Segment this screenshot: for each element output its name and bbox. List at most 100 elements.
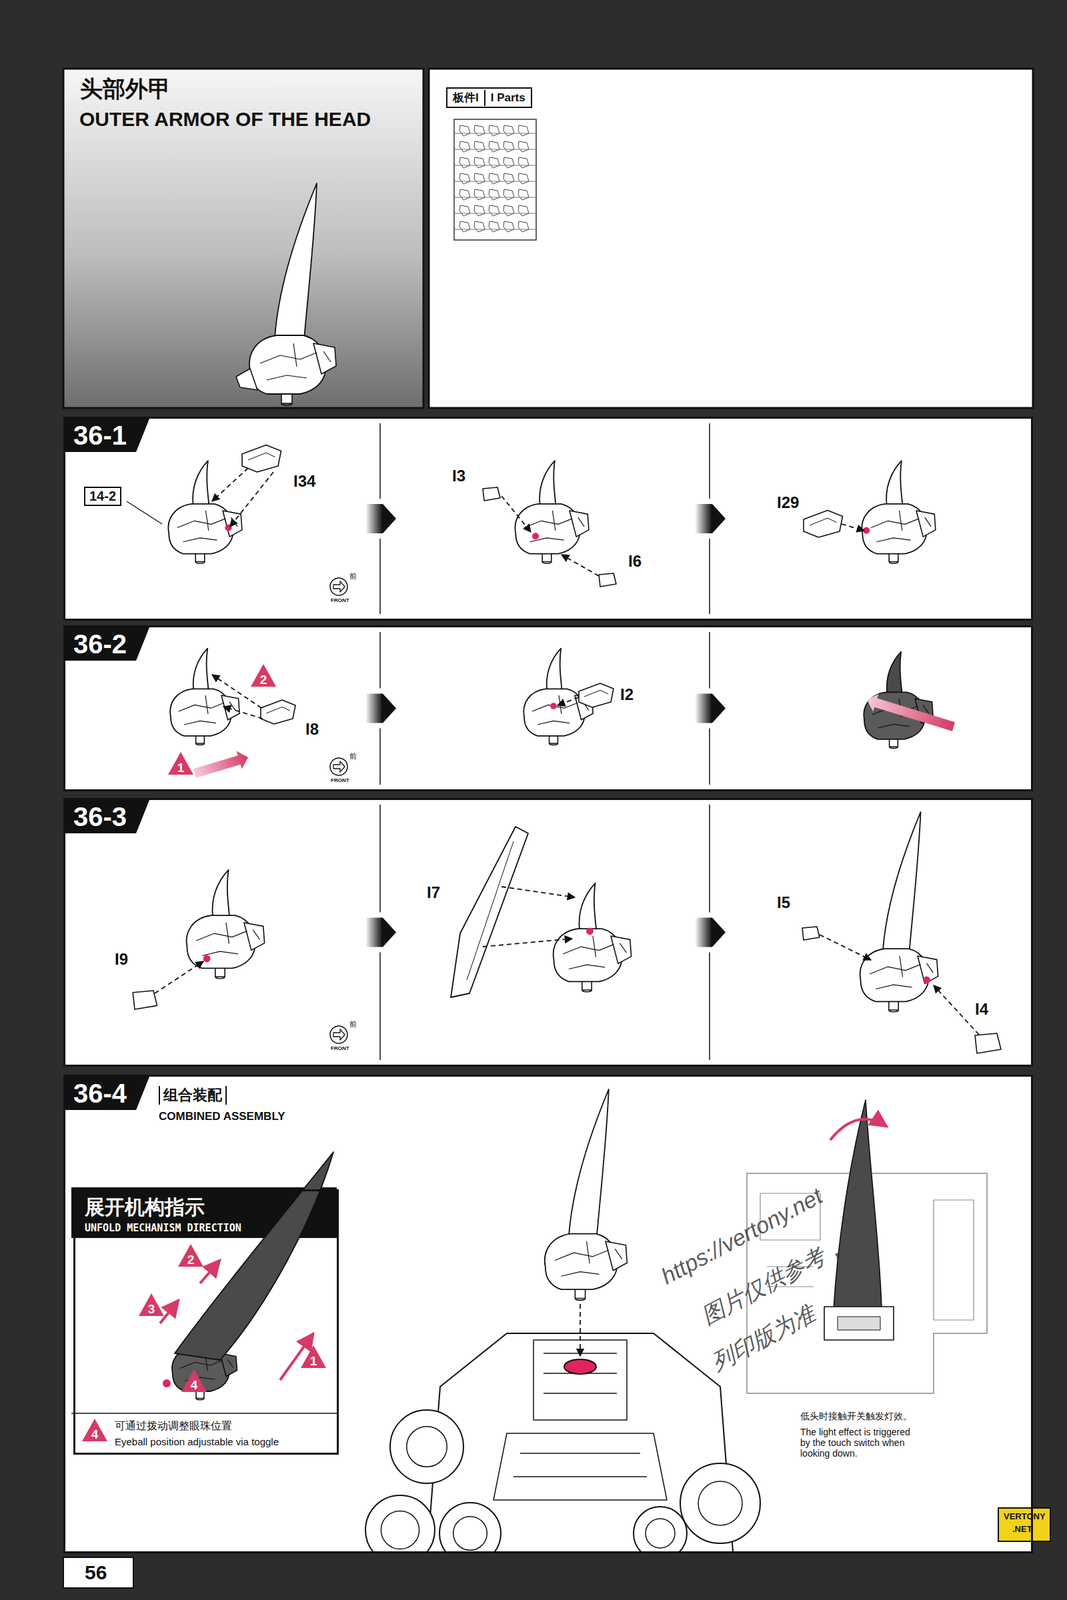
front-mark: FRONT <box>330 777 350 784</box>
dashed-arrow <box>579 1304 581 1357</box>
head-part <box>170 648 240 746</box>
head-side-armor <box>244 922 265 951</box>
head-side-armor <box>916 510 936 537</box>
callout-triangle <box>82 1419 108 1442</box>
sprue-part <box>474 173 485 185</box>
part-number: I5 <box>776 893 791 913</box>
step-panel-ground <box>63 416 1033 621</box>
logo-badge <box>998 1508 1051 1542</box>
sprue-part <box>474 221 485 233</box>
front-arrow <box>333 1029 345 1041</box>
step-arrow <box>364 688 397 729</box>
step-arrow <box>693 498 726 539</box>
step-panel-ground <box>63 1075 1033 1554</box>
attach-mark <box>586 927 594 935</box>
part-shape <box>803 510 843 539</box>
page-number: 56 <box>84 1561 107 1586</box>
panel-line <box>260 343 331 381</box>
panel-line <box>196 922 260 957</box>
head-part <box>514 460 589 564</box>
step-arrow <box>693 912 726 953</box>
crest-dark <box>174 1152 334 1361</box>
arrow-ground <box>693 498 726 539</box>
thruster <box>390 1410 464 1484</box>
step-number: 36-2 <box>65 627 150 661</box>
neck-joint <box>574 1299 585 1302</box>
dashed-arrow <box>933 985 979 1035</box>
sprue-part <box>518 125 529 137</box>
neck-joint <box>888 1010 899 1013</box>
page-title: 头部外甲 <box>80 76 171 103</box>
neck-joint <box>542 562 552 565</box>
parts-panel <box>428 68 1033 409</box>
sprue-runner <box>454 149 537 151</box>
head-crest <box>546 648 563 692</box>
callout-triangle <box>250 664 277 687</box>
arrow-ground <box>364 912 397 953</box>
head-part <box>168 460 242 564</box>
panel-line <box>178 695 236 725</box>
sprue-part <box>488 173 500 185</box>
sprue-part <box>459 221 471 233</box>
dashed-arrow <box>819 934 871 961</box>
sprue-frame <box>454 119 537 241</box>
head-crest <box>212 870 230 919</box>
part-shape <box>598 573 617 587</box>
dashed-arrow <box>212 468 249 502</box>
loose-part <box>132 990 157 1010</box>
callout-triangle <box>181 1369 207 1393</box>
step-arrow <box>364 912 397 953</box>
arrow-shape <box>365 504 397 534</box>
neck-socket <box>564 1359 597 1375</box>
panel-line <box>466 841 514 981</box>
sprue-runner <box>454 133 537 135</box>
head-crest <box>886 460 903 507</box>
neck-joint <box>582 990 592 993</box>
sprue-part <box>488 125 500 137</box>
box-heading: UNFOLD MECHANISM DIRECTION <box>84 1222 242 1235</box>
head-crest <box>192 460 209 507</box>
dashed-arrow <box>154 961 204 994</box>
logo-text: VERTONY <box>1003 1512 1046 1523</box>
arrow-shape <box>365 694 397 724</box>
step-panel: 36-1 <box>63 416 1033 621</box>
head-crest <box>578 883 597 932</box>
sprue-part <box>503 125 515 137</box>
sprue-runner <box>454 229 537 231</box>
part-number: I7 <box>426 883 441 903</box>
loose-part <box>260 700 296 725</box>
callout-triangle <box>178 1244 204 1268</box>
arrow-ground <box>693 688 726 729</box>
front-icon <box>330 1026 348 1044</box>
loose-part <box>598 573 617 587</box>
part-number: I3 <box>452 466 466 486</box>
callout-triangle <box>300 1345 327 1369</box>
sprue-part <box>459 205 471 217</box>
part-shape <box>260 700 296 725</box>
callout-number: 4 <box>91 1427 99 1443</box>
panel-line <box>554 1241 623 1277</box>
sprue-part <box>459 157 471 169</box>
leader-line <box>126 501 163 525</box>
sprue-part <box>459 125 471 137</box>
panel-line <box>809 518 837 526</box>
sprue-part <box>518 173 529 185</box>
dashed-arrow <box>482 938 573 947</box>
sprue-part <box>474 141 485 153</box>
part-shape <box>578 683 614 708</box>
neck-joint <box>195 562 205 565</box>
thruster-ring <box>698 1481 743 1526</box>
note-divider <box>71 1413 337 1415</box>
callout-number: 1 <box>177 760 185 776</box>
neck-joint <box>215 976 225 979</box>
callout-number: 4 <box>190 1378 199 1394</box>
sprue-part <box>503 141 515 153</box>
step-heading: COMBINED ASSEMBLY <box>158 1110 286 1124</box>
watermark: 列印版为准 <box>706 1300 819 1377</box>
front-mark: FRONT <box>330 597 350 604</box>
front-arrow <box>333 581 345 593</box>
attach-mark <box>862 527 870 535</box>
